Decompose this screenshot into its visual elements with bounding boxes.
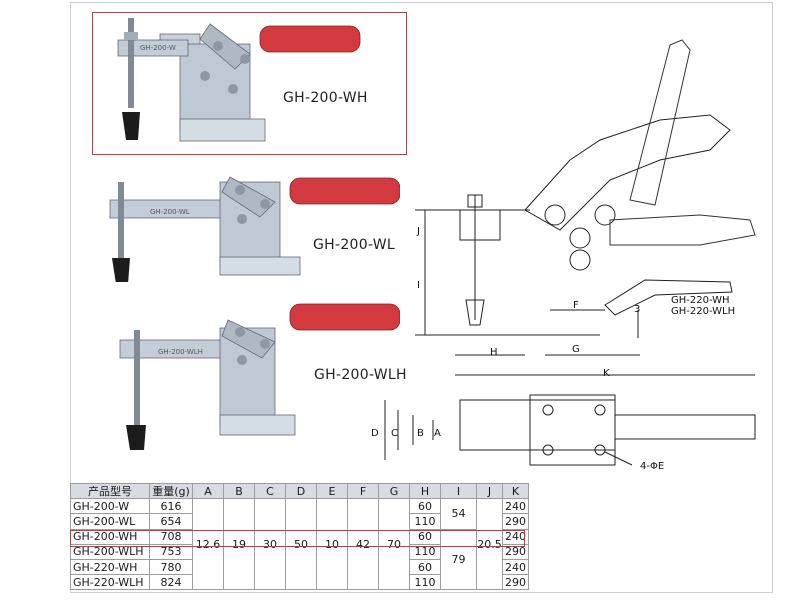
header-i: I [440, 482, 477, 500]
header-k: K [502, 482, 529, 500]
header-model: 产品型号 [70, 482, 150, 500]
cell-h: 110 [409, 543, 441, 560]
dim-b: B [417, 428, 424, 439]
model-label-wl: GH-200-WL [313, 237, 395, 253]
cell-h: 60 [409, 558, 441, 576]
cell-k: 290 [502, 543, 529, 560]
cell-c: 30 [254, 498, 286, 591]
dim-f: F [573, 300, 579, 311]
model-label-wh: GH-200-WH [283, 90, 368, 106]
svg-text:GH-200-W: GH-200-W [140, 44, 176, 52]
cell-model: GH-220-WLH [70, 574, 150, 591]
cell-j: 20.5 [476, 498, 503, 591]
cell-k: 290 [502, 574, 529, 591]
cell-model: GH-220-WH [70, 558, 150, 576]
dim-a: A [434, 428, 441, 439]
dim-g: G [572, 344, 580, 355]
cell-f: 42 [347, 498, 379, 591]
cell-model: GH-200-WH [70, 528, 150, 545]
header-f: F [347, 482, 379, 500]
clamp-photo-wl[interactable]: GH-200-WL [100, 172, 400, 282]
model-label-wlh: GH-200-WLH [314, 367, 407, 383]
cell-a: 12.6 [192, 498, 224, 591]
cell-e: 10 [316, 498, 348, 591]
cell-weight: 780 [149, 558, 193, 576]
clamp-photo-wlh[interactable]: GH-200-WLH [110, 300, 400, 450]
svg-text:GH-200-WL: GH-200-WL [150, 208, 190, 216]
cell-weight: 824 [149, 574, 193, 591]
header-a: A [192, 482, 224, 500]
header-weight: 重量(g) [149, 482, 193, 500]
table-row[interactable]: GH-200-W 616 12.6 19 30 50 10 42 70 60 5… [70, 498, 529, 591]
cell-model: GH-200-W [70, 498, 150, 515]
cell-h: 110 [409, 574, 441, 591]
cell-i: 79 [440, 528, 477, 591]
cell-k: 240 [502, 558, 529, 576]
cell-weight: 753 [149, 543, 193, 560]
cell-g: 70 [378, 498, 410, 591]
table-row[interactable]: GH-200-WH 708 60 79 240 [70, 528, 529, 591]
dim-k: K [603, 368, 610, 379]
selected-product-box [92, 12, 407, 155]
table-header-row: 产品型号 重量(g) A B C D E F G H I J K [70, 482, 529, 500]
header-j: J [476, 482, 503, 500]
cell-b: 19 [223, 498, 255, 591]
cell-weight: 708 [149, 528, 193, 545]
cell-k: 240 [502, 528, 529, 545]
cell-k: 240 [502, 498, 529, 515]
cell-weight: 654 [149, 513, 193, 530]
cell-model: GH-200-WLH [70, 543, 150, 560]
cell-i: 54 [440, 498, 477, 530]
dim-d: D [371, 428, 379, 439]
hole-note: 4-ΦE [640, 461, 665, 472]
table-row[interactable]: GH-200-WL 654 110 290 [70, 513, 529, 530]
cell-h: 110 [409, 513, 441, 530]
variant-label-gh-220-wh: GH-220-WH [671, 295, 730, 306]
table-row[interactable]: GH-220-WH 780 60 240 [70, 558, 529, 576]
cell-model: GH-200-WL [70, 513, 150, 530]
cell-h: 60 [409, 528, 441, 545]
cell-weight: 616 [149, 498, 193, 515]
table-row[interactable]: GH-220-WLH 824 110 290 [70, 574, 529, 591]
cell-d: 50 [285, 498, 317, 591]
header-h: H [409, 482, 441, 500]
header-g: G [378, 482, 410, 500]
header-c: C [254, 482, 286, 500]
page-frame [70, 2, 773, 593]
spec-table: 产品型号 重量(g) A B C D E F G H I J K GH-200-… [70, 482, 529, 591]
dim-h: H [490, 347, 498, 358]
header-e: E [316, 482, 348, 500]
cell-k: 290 [502, 513, 529, 530]
cell-h: 60 [409, 498, 441, 515]
svg-text:GH-200-WLH: GH-200-WLH [158, 348, 203, 356]
dim-j: J [417, 226, 420, 237]
dim-3: 3 [634, 304, 641, 315]
header-d: D [285, 482, 317, 500]
dim-c: C [391, 428, 398, 439]
table-row[interactable]: GH-200-WLH 753 110 290 [70, 543, 529, 560]
header-b: B [223, 482, 255, 500]
variant-label-gh-220-wlh: GH-220-WLH [671, 306, 736, 317]
technical-drawing [384, 39, 756, 466]
dim-i: I [417, 280, 420, 291]
clamp-photo-wh[interactable]: GH-200-W [100, 14, 380, 149]
